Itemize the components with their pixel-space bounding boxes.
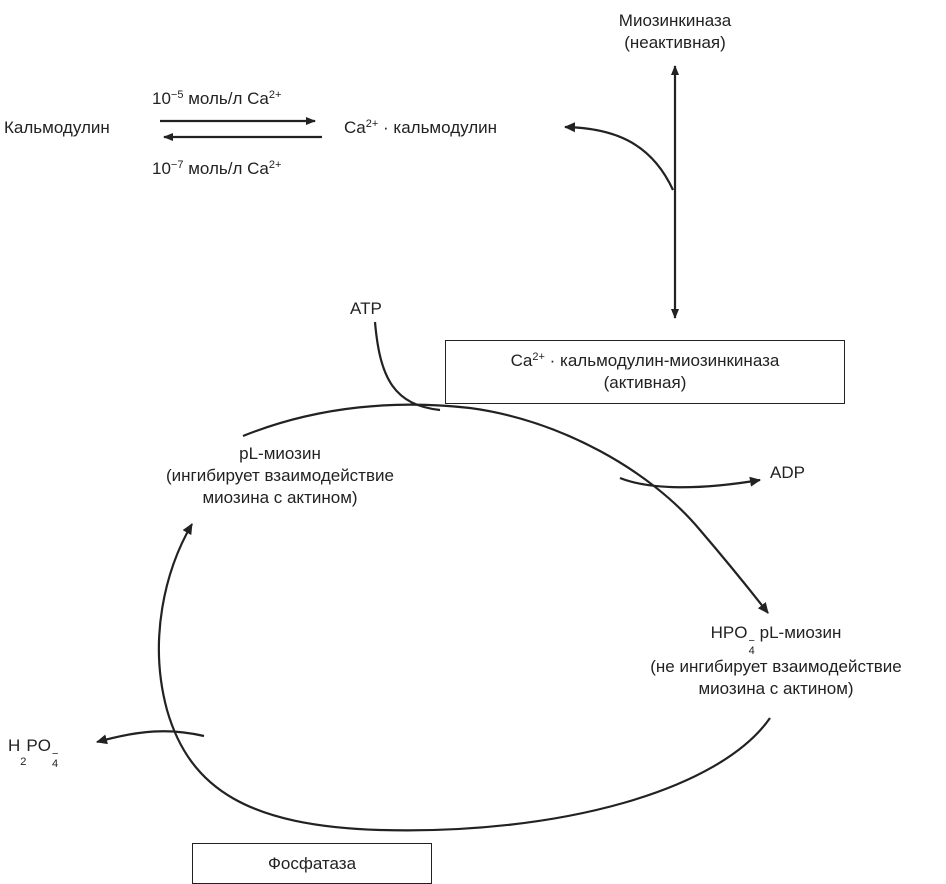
forward-charge: 2+	[268, 89, 282, 101]
phosphatase-box: Фосфатаза	[192, 843, 432, 884]
ca-ion: Ca	[344, 118, 366, 137]
ca-charge: 2+	[365, 118, 379, 130]
adp-arrow	[619, 476, 761, 489]
pl-myosin-effect-1: (ингибирует взаимодействие	[166, 466, 394, 485]
forward-conc: 10	[152, 89, 171, 108]
phosphate-sub: 4	[51, 758, 59, 770]
phospho-prefix: HPO	[710, 623, 748, 642]
reverse-charge: 2+	[268, 159, 282, 171]
pl-myosin-name: pL-миозин	[239, 444, 321, 463]
phospho-sub: 4	[748, 645, 755, 657]
calmodulin-binding-arrow	[564, 122, 674, 191]
atp-label: ATP	[350, 298, 382, 320]
pl-myosin-effect-2: миозина с актином)	[202, 488, 358, 507]
forward-condition-label: 10−5 моль/л Ca2+	[152, 88, 281, 110]
phospho-myosin-effect-2: миозина с актином)	[698, 679, 854, 698]
adp-label: ADP	[770, 462, 805, 484]
phospho-charge: −	[748, 635, 755, 647]
pl-myosin-label: pL-миозин (ингибирует взаимодействие мио…	[110, 443, 450, 509]
active-kinase-ion: Ca	[510, 351, 533, 370]
phospho-myosin-text: pL-миозин	[754, 623, 842, 642]
forward-unit: моль/л Ca	[183, 89, 269, 108]
phospho-myosin-effect-1: (не ингибирует взаимодействие	[650, 657, 902, 676]
adp-text: ADP	[770, 463, 805, 482]
inactive-kinase-label: Миозинкиназа (неактивная)	[575, 10, 775, 54]
reverse-conc: 10	[152, 159, 171, 178]
reverse-condition-label: 10−7 моль/л Ca2+	[152, 158, 281, 180]
atp-arrow	[373, 321, 441, 412]
active-kinase-text: · кальмодулин-миозинкиназа	[544, 351, 780, 370]
ca-calmodulin-label: Ca2+ · кальмодулин	[344, 117, 497, 139]
dephosphorylation-arc	[157, 523, 771, 832]
inactive-kinase-state: (неактивная)	[624, 33, 726, 52]
calmodulin-text: Кальмодулин	[4, 118, 110, 137]
active-kinase-name: Ca2+ · кальмодулин-миозинкиназа	[446, 350, 844, 372]
calmodulin-label: Кальмодулин	[4, 117, 110, 139]
ca-calmodulin-text: · кальмодулин	[378, 118, 498, 137]
h-text: H	[8, 736, 21, 755]
atp-text: ATP	[350, 299, 382, 318]
h-sub: 2	[20, 756, 27, 768]
inactive-kinase-name: Миозинкиназа	[618, 11, 732, 30]
phosphate-release-arrow	[96, 730, 205, 745]
phosphatase-text: Фосфатаза	[267, 854, 357, 873]
forward-exp: −5	[170, 89, 184, 101]
po-text: PO	[26, 736, 51, 755]
phospho-myosin-label: HPO−4 pL-миозин (не ингибирует взаимодей…	[606, 622, 946, 700]
reverse-exp: −7	[170, 159, 184, 171]
reverse-unit: моль/л Ca	[183, 159, 269, 178]
dihydrogen-phosphate-label: H2PO−4	[8, 735, 59, 770]
active-kinase-charge: 2+	[532, 351, 545, 363]
phospho-myosin-name: HPO−4 pL-миозин	[606, 622, 946, 657]
active-kinase-state: (активная)	[603, 373, 687, 392]
phosphorylation-arc	[242, 403, 769, 614]
phosphate-charge: −	[51, 748, 59, 760]
active-kinase-box: Ca2+ · кальмодулин-миозинкиназа (активна…	[445, 340, 845, 404]
